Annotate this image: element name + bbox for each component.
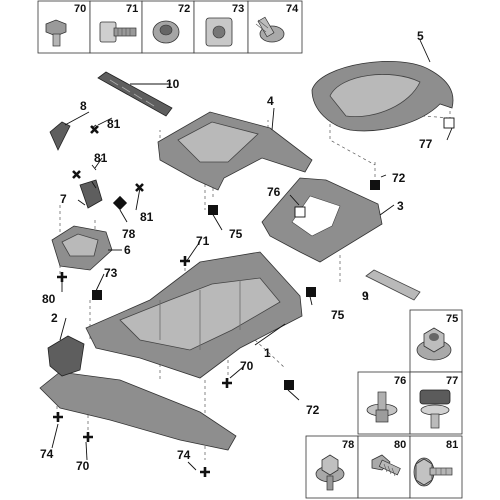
flange-nut-icon — [416, 327, 452, 361]
fastener-callouts: 70 70 71 72 72 73 74 74 75 75 76 77 78 8… — [40, 117, 433, 473]
fastener-number: 71 — [126, 3, 138, 15]
part-10-bracket — [97, 71, 173, 117]
part-4-underbody-shield — [157, 111, 313, 191]
callout-81: 81 — [140, 210, 154, 224]
fastener-number: 72 — [178, 3, 190, 15]
callout-76: 76 — [267, 185, 281, 199]
clip-icon — [419, 389, 451, 429]
part-7-bracket — [79, 179, 103, 209]
callout-70: 70 — [240, 359, 254, 373]
callout-73: 73 — [104, 266, 118, 280]
part-6-side-guard — [51, 225, 113, 271]
nut-icon — [152, 20, 180, 44]
marker-78 — [112, 195, 128, 211]
top-fastener-strip: 70 71 72 73 74 — [37, 0, 303, 54]
part-1-engine-undertray — [85, 251, 303, 379]
part-callouts: 1 2 3 4 5 6 7 8 9 10 — [51, 29, 424, 360]
push-rivet-icon — [366, 391, 398, 423]
callout-part-3: 3 — [397, 199, 404, 213]
marker-74b — [200, 467, 210, 477]
callout-75: 75 — [229, 227, 243, 241]
marker-72a — [370, 180, 380, 190]
callout-part-8: 8 — [80, 99, 87, 113]
callout-81: 81 — [94, 151, 108, 165]
fastener-number: 70 — [74, 3, 86, 15]
callout-part-6: 6 — [124, 243, 131, 257]
leader-lines — [51, 39, 453, 471]
marker-74a — [53, 412, 63, 422]
callout-part-2: 2 — [51, 311, 58, 325]
callout-part-5: 5 — [417, 29, 424, 43]
fastener-markers — [53, 117, 455, 477]
callout-71: 71 — [196, 234, 210, 248]
marker-75b — [306, 287, 316, 297]
clip-screw-icon — [99, 21, 137, 43]
part-3-frame — [261, 177, 383, 263]
fastener-number: 77 — [446, 375, 458, 387]
marker-71 — [180, 256, 190, 266]
fastener-number: 76 — [394, 375, 406, 387]
callout-70: 70 — [76, 459, 90, 473]
callout-part-1: 1 — [264, 346, 271, 360]
callout-74: 74 — [177, 448, 191, 462]
part-9-trim-strip — [365, 269, 421, 301]
fastener-number: 75 — [446, 313, 458, 325]
marker-72b — [284, 380, 294, 390]
callout-80: 80 — [42, 292, 56, 306]
callout-81: 81 — [107, 117, 121, 131]
bolt-icon — [315, 454, 345, 491]
marker-81c — [135, 183, 144, 192]
marker-81b — [72, 170, 81, 179]
callout-part-9: 9 — [362, 289, 369, 303]
part-8-bracket — [49, 121, 71, 151]
screw-icon — [371, 454, 401, 477]
fastener-number: 80 — [394, 439, 406, 451]
callout-part-4: 4 — [267, 94, 274, 108]
marker-76 — [294, 206, 306, 218]
part-5-cover-panel — [311, 61, 454, 132]
callout-77: 77 — [419, 137, 433, 151]
fastener-number: 78 — [342, 439, 354, 451]
fastener-number: 81 — [446, 439, 458, 451]
marker-81a — [90, 125, 99, 134]
callout-72: 72 — [306, 403, 320, 417]
cage-nut-icon — [205, 17, 233, 47]
bottom-fastener-grid: 75 76 77 78 80 81 — [305, 309, 463, 499]
callout-78: 78 — [122, 227, 136, 241]
callout-74: 74 — [40, 447, 54, 461]
callout-75: 75 — [331, 308, 345, 322]
part-2-front-lower-guard — [39, 335, 237, 451]
screw-icon — [255, 16, 285, 43]
callout-part-7: 7 — [60, 192, 67, 206]
marker-80 — [57, 272, 67, 282]
cross-markers — [53, 125, 232, 477]
marker-75a — [208, 205, 218, 215]
callout-part-10: 10 — [166, 77, 180, 91]
marker-73 — [92, 290, 102, 300]
marker-77 — [443, 117, 455, 129]
fastener-number: 73 — [232, 3, 244, 15]
fastener-number: 74 — [286, 3, 299, 15]
marker-70a — [222, 378, 232, 388]
bolt-icon — [45, 19, 67, 47]
marker-70b — [83, 432, 93, 442]
flange-bolt-icon — [413, 457, 453, 487]
callout-72: 72 — [392, 171, 406, 185]
